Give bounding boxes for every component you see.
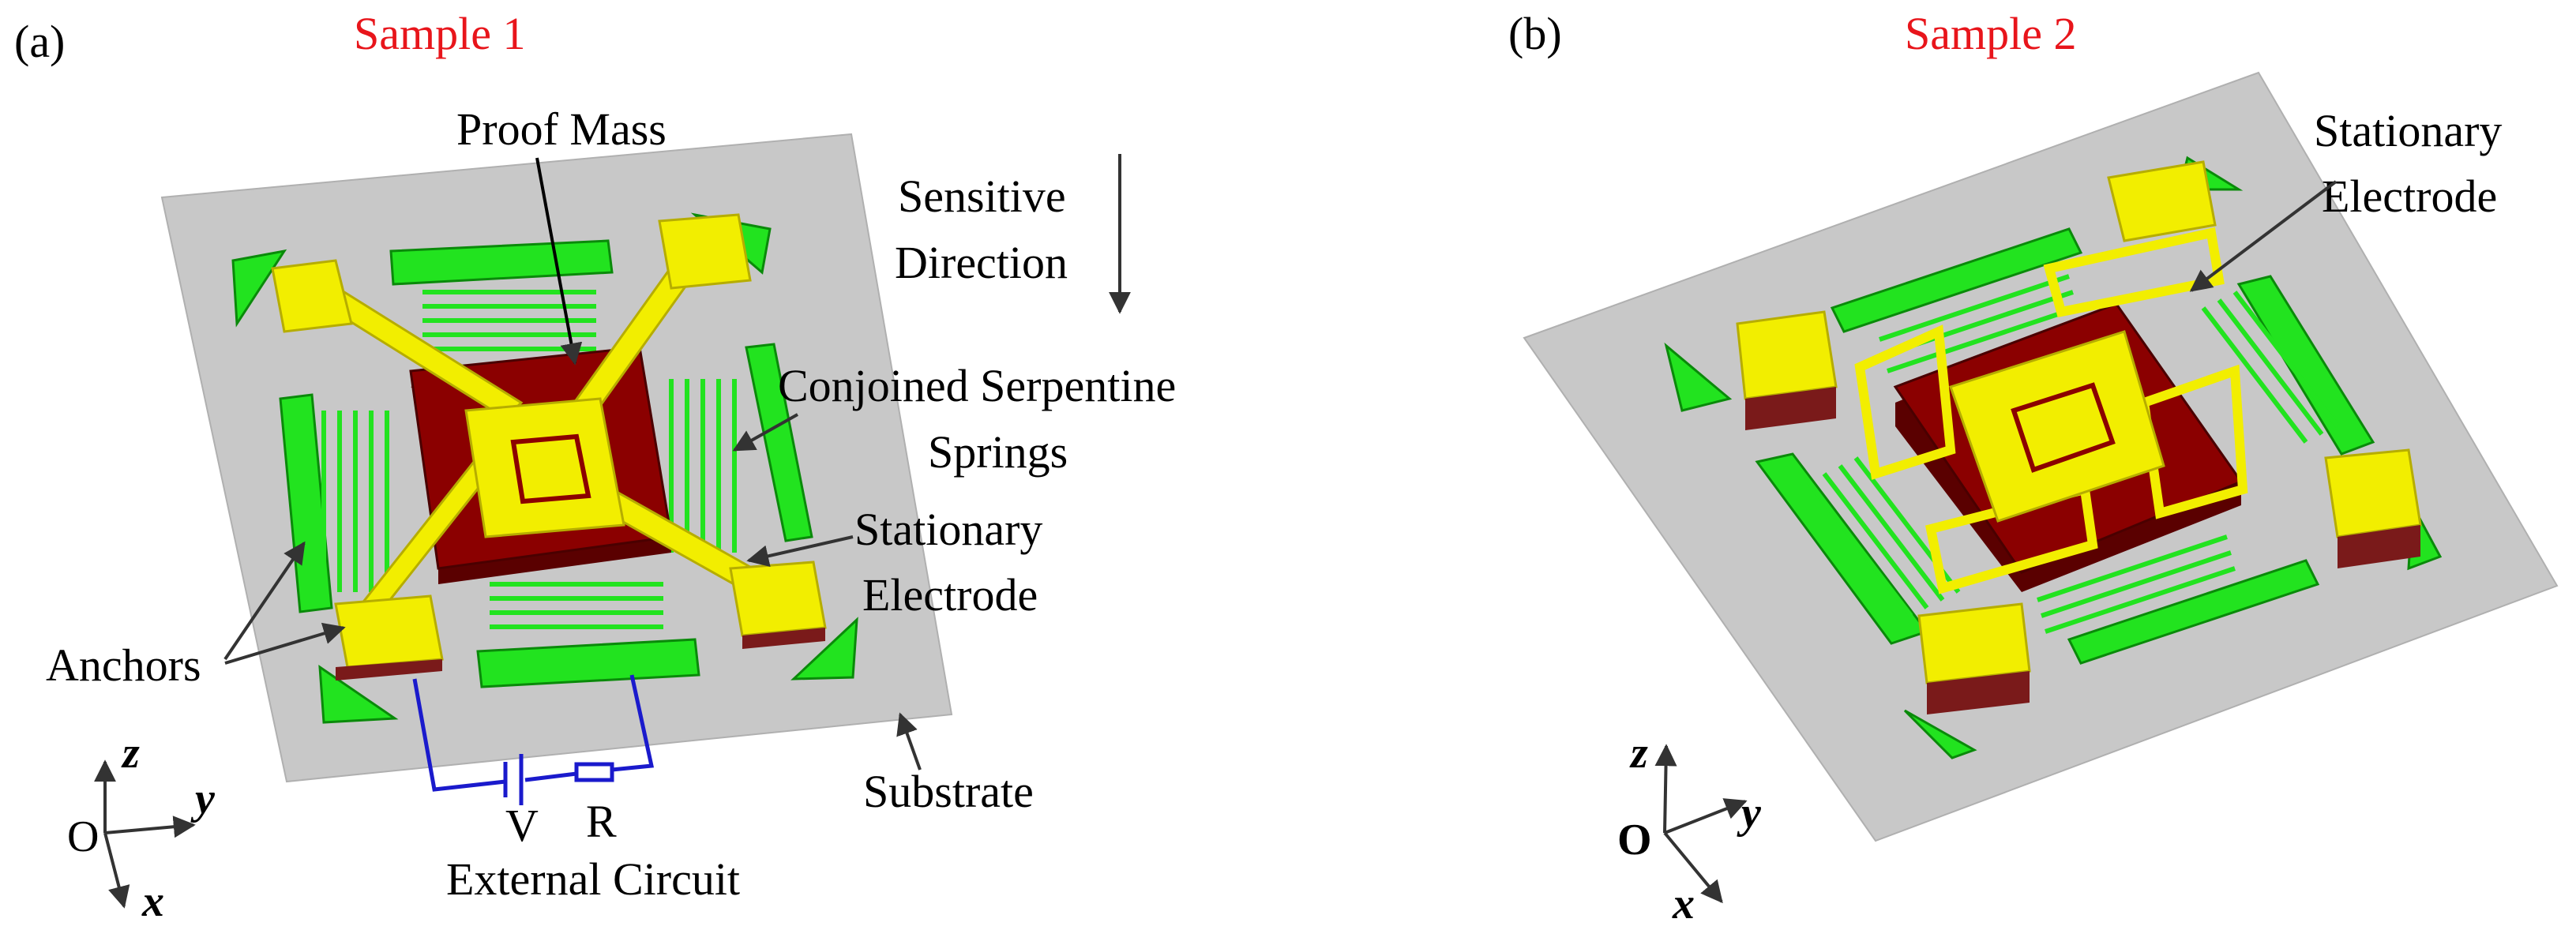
sensitive-direction-label-2: Direction [895, 237, 1068, 288]
corner-triangle [790, 617, 858, 681]
axis-z-label: z [1629, 729, 1648, 778]
external-circuit [412, 674, 655, 805]
electrode-loops [1854, 227, 2248, 594]
axes-b: z y x O [1617, 729, 1762, 928]
corner-triangle [1903, 709, 1977, 759]
spring-anchor-bar [2236, 275, 2375, 456]
axis-x-label: x [141, 877, 164, 926]
electrode-label-1: Stationary [854, 504, 1042, 555]
electrode-pointer [746, 535, 854, 568]
springs-label-1: Conjoined Serpentine [778, 360, 1176, 411]
panel-b-tag: (b) [1508, 8, 1562, 59]
axis-origin-label: O [1617, 816, 1652, 864]
anchors-pointer-1 [223, 541, 306, 661]
substrate-label: Substrate [863, 766, 1034, 817]
electrode-label-1: Stationary [2314, 105, 2502, 156]
springs-label-2: Springs [928, 426, 1068, 478]
spring-anchor-bar [745, 343, 813, 542]
panel-a-title: Sample 1 [354, 8, 525, 59]
external-circuit-label: External Circuit [446, 853, 740, 905]
spring-anchor-bar [2067, 559, 2320, 665]
corner-triangle [318, 665, 399, 724]
proof-mass-pointer [535, 157, 583, 366]
panel-b: (b) Sample 2 [1508, 8, 2559, 928]
axis-origin-label: O [67, 812, 99, 861]
spring-anchor-bar [476, 638, 700, 688]
sensitive-direction-label-1: Sensitive [898, 171, 1066, 222]
electrode-pads [1736, 160, 2422, 714]
panel-b-title: Sample 2 [1905, 8, 2076, 59]
resistor-label: R [586, 796, 617, 847]
panel-a: (a) Sample 1 [14, 8, 1176, 926]
substrate-pointer [896, 712, 922, 771]
anchors-label: Anchors [46, 639, 201, 691]
spring-anchor-bar [279, 393, 333, 613]
electrode-center-hole [2011, 382, 2116, 473]
axes-a: z y x O [67, 729, 216, 926]
electrode-label-2: Electrode [2322, 171, 2497, 222]
axis-y-label: y [190, 774, 216, 823]
serpentine-springs [1806, 274, 2340, 634]
electrode-pointer [2189, 180, 2338, 292]
anchors-pointer-2 [224, 622, 346, 665]
spring-anchor-bar [1830, 227, 2083, 333]
electrode-label-2: Electrode [862, 569, 1038, 621]
springs-pointer [732, 413, 798, 452]
serpentine-springs [321, 290, 737, 629]
panel-a-tag: (a) [14, 16, 65, 67]
corner-triangle [1664, 342, 1733, 412]
electrode-pads [271, 213, 827, 681]
axis-z-label: z [121, 729, 140, 778]
axis-x-label: x [1672, 879, 1695, 928]
axis-y-label: y [1737, 789, 1762, 838]
electrode-center-hole [510, 433, 591, 504]
proof-mass-label: Proof Mass [456, 103, 667, 155]
voltage-label: V [505, 800, 539, 851]
